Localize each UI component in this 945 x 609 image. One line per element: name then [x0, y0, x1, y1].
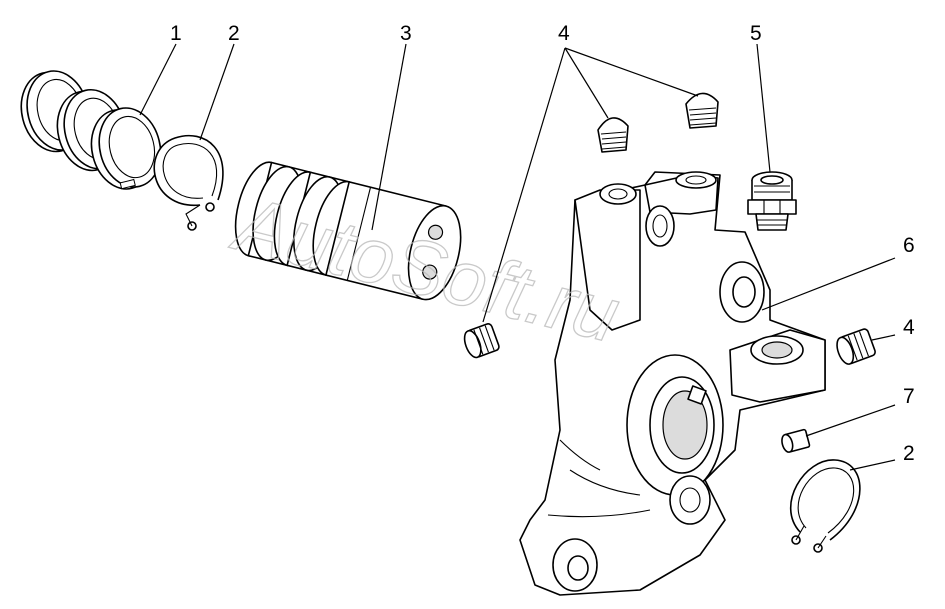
housing-part-6 [519, 171, 826, 596]
union-fitting-part-5 [747, 171, 797, 231]
label-part-4-right: 4 [903, 316, 915, 339]
leader-lines [139, 43, 896, 471]
plug-part-4-right [836, 328, 876, 365]
callout-labels: 1 2 3 4 5 6 4 7 2 [170, 22, 915, 465]
piston-part-3 [234, 161, 462, 301]
label-part-2-bottom: 2 [903, 442, 915, 465]
plug-part-4-upper-left [597, 117, 629, 153]
label-part-7: 7 [903, 385, 915, 408]
retaining-ring-part-2-top [153, 134, 224, 231]
label-part-3: 3 [400, 22, 412, 45]
label-part-4-top: 4 [558, 22, 570, 45]
label-part-2-top: 2 [228, 22, 240, 45]
piston-rings-part-1 [20, 70, 162, 190]
retaining-ring-part-2-bottom [789, 459, 861, 553]
label-part-5: 5 [750, 22, 762, 45]
label-part-1: 1 [170, 22, 182, 45]
label-part-6: 6 [903, 234, 915, 257]
plug-part-4-upper-right [685, 92, 719, 129]
bushing-part-7 [781, 428, 811, 453]
plug-part-4-middle [463, 323, 500, 359]
